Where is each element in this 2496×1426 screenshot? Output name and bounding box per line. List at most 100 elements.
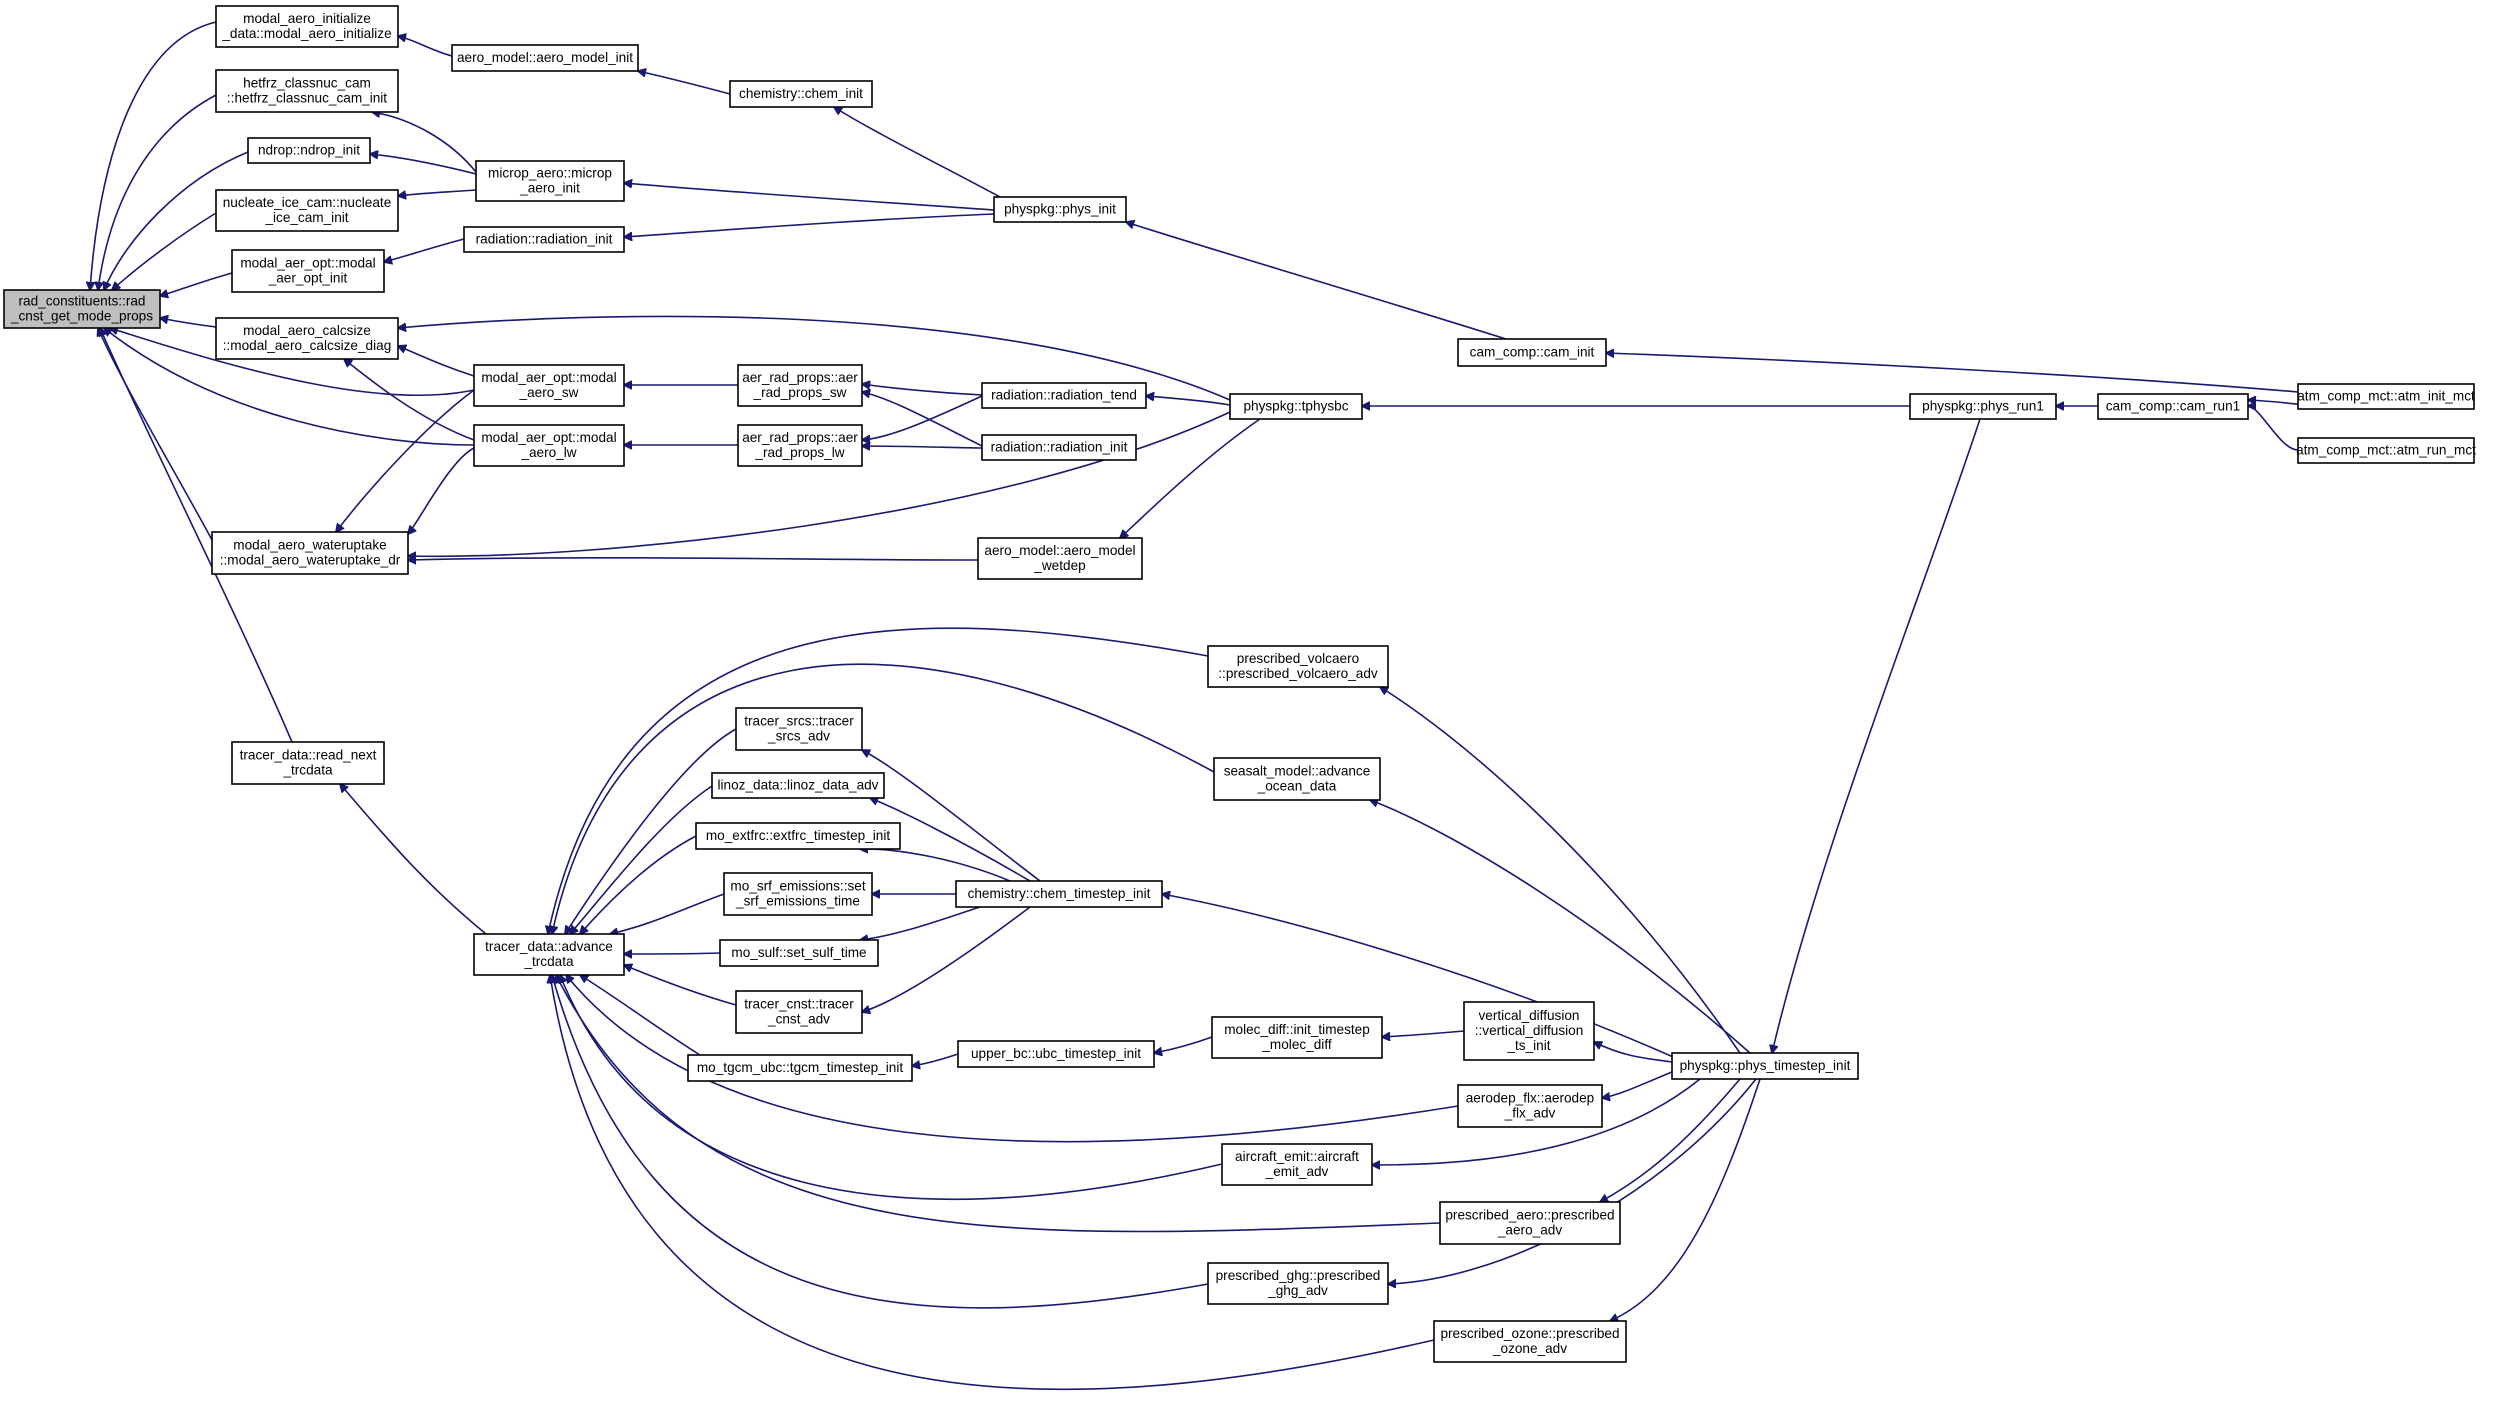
node-box: [735, 707, 863, 751]
node-box: [729, 80, 873, 108]
node-aeromodelinit[interactable]: aero_model::aero_model_init: [451, 44, 639, 72]
node-box: [2297, 437, 2475, 464]
call-edge-caminit-to-physinit: [1126, 222, 1507, 340]
node-wateruptake[interactable]: modal_aero_wateruptake::modal_aero_water…: [211, 531, 409, 575]
node-linoz[interactable]: linoz_data::linoz_data_adv: [711, 772, 885, 799]
call-edge-physinit-to-radinit1: [624, 213, 995, 237]
node-label: seasalt_model::advance: [1224, 764, 1371, 779]
node-label: prescribed_ozone::prescribed: [1440, 1326, 1619, 1341]
call-edge-micropinit-to-ndrop: [370, 154, 477, 175]
node-box: [1439, 1201, 1621, 1245]
node-label: cam_comp::cam_init: [1470, 345, 1595, 360]
node-aircraft[interactable]: aircraft_emit::aircraft_emit_adv: [1221, 1143, 1373, 1186]
node-label: aerodep_flx::aerodep: [1466, 1091, 1594, 1106]
node-box: [247, 137, 371, 164]
node-label: _rad_props_sw: [753, 385, 847, 400]
call-edge-aeroptlw-to-calcsize: [344, 359, 475, 441]
call-edge-radinit2-to-radpropsw: [862, 392, 983, 447]
node-ubc[interactable]: upper_bc::ubc_timestep_init: [957, 1040, 1155, 1068]
node-sulf[interactable]: mo_sulf::set_sulf_time: [719, 939, 879, 967]
node-extfrc[interactable]: mo_extfrc::extfrc_timestep_init: [695, 822, 901, 850]
node-calcsize[interactable]: modal_aero_calcsize::modal_aero_calcsize…: [215, 317, 399, 360]
node-label: molec_diff::init_timestep: [1224, 1022, 1370, 1037]
node-radproplw[interactable]: aer_rad_props::aer_rad_props_lw: [737, 424, 863, 467]
node-box: [2097, 393, 2249, 420]
node-mai[interactable]: modal_aero_initialize_data::modal_aero_i…: [215, 5, 399, 48]
node-label: ::hetfrz_classnuc_cam_init: [227, 91, 387, 106]
node-box: [215, 189, 399, 232]
node-chemts[interactable]: chemistry::chem_timestep_init: [955, 880, 1163, 908]
node-label: prescribed_volcaero: [1237, 651, 1359, 666]
node-physinit[interactable]: physpkg::phys_init: [993, 196, 1127, 223]
call-edge-tgcm-to-advtrc: [580, 975, 701, 1056]
node-hetfrz[interactable]: hetfrz_classnuc_cam::hetfrz_classnuc_cam…: [215, 69, 399, 113]
node-micropinit[interactable]: microp_aero::microp_aero_init: [475, 160, 625, 202]
call-edge-extfrc-to-advtrc: [580, 835, 697, 934]
node-root[interactable]: rad_constituents::rad_cnst_get_mode_prop…: [3, 289, 161, 329]
node-ghg[interactable]: prescribed_ghg::prescribed_ghg_adv: [1207, 1262, 1389, 1305]
node-cnst[interactable]: tracer_cnst::tracer_cnst_adv: [735, 990, 863, 1034]
node-aeroptinit[interactable]: modal_aer_opt::modal_aer_opt_init: [231, 249, 385, 293]
node-box: [211, 531, 409, 575]
node-srfem[interactable]: mo_srf_emissions::set_srf_emissions_time: [723, 872, 873, 916]
node-molec[interactable]: molec_diff::init_timestep_molec_diff: [1211, 1016, 1383, 1059]
node-ozone[interactable]: prescribed_ozone::prescribed_ozone_adv: [1433, 1320, 1627, 1363]
node-chem_init[interactable]: chemistry::chem_init: [729, 80, 873, 108]
node-label: radiation::radiation_init: [991, 440, 1128, 455]
node-tgcm[interactable]: mo_tgcm_ubc::tgcm_timestep_init: [687, 1054, 913, 1082]
nodes-layer: rad_constituents::rad_cnst_get_mode_prop…: [3, 5, 2476, 1363]
node-readnext[interactable]: tracer_data::read_next_trcdata: [231, 741, 385, 785]
node-physts[interactable]: physpkg::phys_timestep_init: [1671, 1052, 1859, 1080]
call-edge-physts-to-presaero: [1600, 1078, 1741, 1202]
node-aeroptsw[interactable]: modal_aer_opt::modal_aero_sw: [473, 364, 625, 407]
call-edge-physts-to-seasalt: [1370, 800, 1751, 1054]
node-label: upper_bc::ubc_timestep_init: [971, 1046, 1141, 1061]
node-atmrun[interactable]: atm_comp_mct::atm_run_mct: [2296, 437, 2476, 464]
node-aeroptlw[interactable]: modal_aer_opt::modal_aero_lw: [473, 424, 625, 467]
node-wetdep[interactable]: aero_model::aero_model_wetdep: [977, 537, 1143, 580]
node-seasalt[interactable]: seasalt_model::advance_ocean_data: [1213, 757, 1381, 801]
node-srcs[interactable]: tracer_srcs::tracer_srcs_adv: [735, 707, 863, 751]
node-radtend[interactable]: radiation::radiation_tend: [981, 382, 1147, 409]
node-caminit[interactable]: cam_comp::cam_init: [1457, 338, 1607, 367]
node-radinit1[interactable]: radiation::radiation_init: [463, 226, 625, 253]
node-radinit2[interactable]: radiation::radiation_init: [981, 434, 1137, 461]
node-box: [1909, 393, 2057, 420]
node-physrun1[interactable]: physpkg::phys_run1: [1909, 393, 2057, 420]
node-box: [1207, 645, 1389, 688]
node-ndrop[interactable]: ndrop::ndrop_init: [247, 137, 371, 164]
call-edge-tphysbc-to-radtend: [1146, 396, 1231, 406]
call-edge-vdiff-to-molec: [1382, 1030, 1465, 1037]
node-label: vertical_diffusion: [1478, 1008, 1579, 1023]
call-edge-micropinit-to-nucleate: [398, 189, 477, 196]
node-advtrc[interactable]: tracer_data::advance_trcdata: [473, 933, 625, 976]
node-vdiff[interactable]: vertical_diffusion::vertical_diffusion_t…: [1463, 1001, 1595, 1061]
node-label: ndrop::ndrop_init: [258, 143, 360, 158]
call-edge-aeromodelinit-to-mai: [398, 36, 453, 57]
node-label: tracer_srcs::tracer: [744, 714, 854, 729]
node-radpropsw[interactable]: aer_rad_props::aer_rad_props_sw: [737, 364, 863, 407]
node-atminit[interactable]: atm_comp_mct::atm_init_mct: [2297, 383, 2475, 410]
node-box: [215, 69, 399, 113]
node-tphysbc[interactable]: physpkg::tphysbc: [1229, 393, 1363, 420]
node-box: [1207, 1262, 1389, 1305]
node-label: _data::modal_aero_initialize: [221, 26, 391, 41]
node-box: [3, 289, 161, 329]
node-label: nucleate_ice_cam::nucleate: [223, 195, 392, 210]
call-edge-radtend-to-radproplw: [862, 395, 983, 440]
node-label: aircraft_emit::aircraft: [1235, 1149, 1359, 1164]
node-box: [977, 537, 1143, 580]
node-label: modal_aero_initialize: [243, 11, 371, 26]
node-box: [473, 364, 625, 407]
call-edge-sulf-to-advtrc: [624, 953, 721, 954]
node-box: [981, 382, 1147, 409]
node-aerodep[interactable]: aerodep_flx::aerodep_flx_adv: [1457, 1084, 1603, 1128]
node-nucleate[interactable]: nucleate_ice_cam::nucleate_ice_cam_init: [215, 189, 399, 232]
node-camrun1[interactable]: cam_comp::cam_run1: [2097, 393, 2249, 420]
node-label: _cnst_get_mode_props: [10, 309, 153, 324]
node-box: [1457, 1084, 1603, 1128]
call-edge-physrun1-to-physts: [1772, 418, 1981, 1053]
node-presaero[interactable]: prescribed_aero::prescribed_aero_adv: [1439, 1201, 1621, 1245]
node-volc[interactable]: prescribed_volcaero::prescribed_volcaero…: [1207, 645, 1389, 688]
